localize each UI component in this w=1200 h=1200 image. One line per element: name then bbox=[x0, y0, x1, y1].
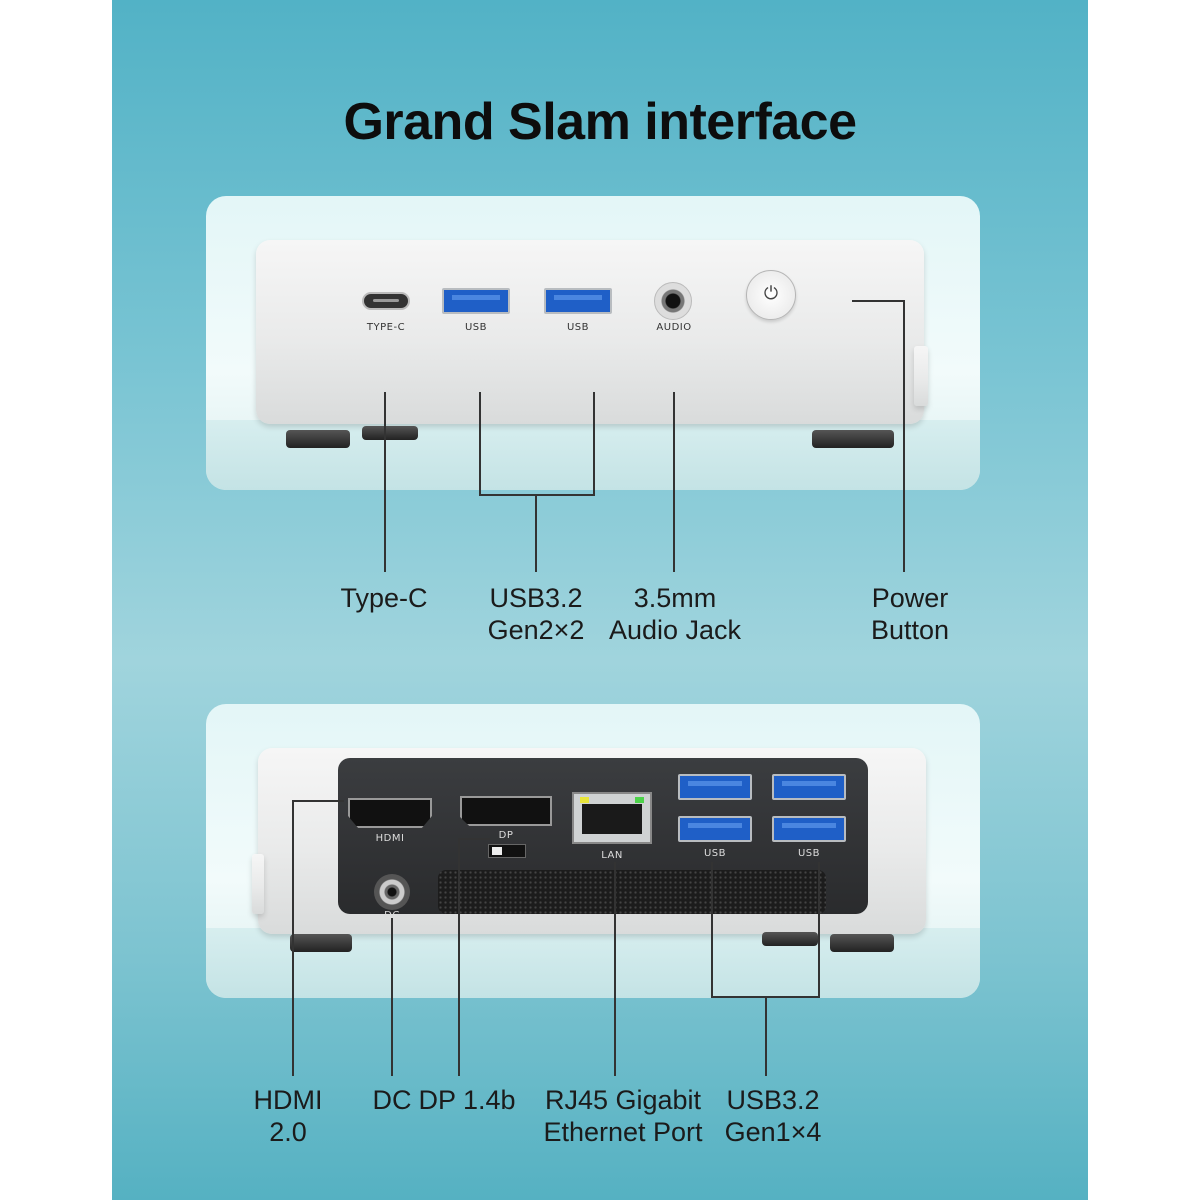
lan-led-yellow bbox=[580, 797, 589, 803]
callout-line-usb-rear-right bbox=[818, 862, 820, 998]
rear-usb-port-2 bbox=[772, 774, 846, 800]
callout-hdmi: HDMI 2.0 bbox=[253, 1085, 323, 1147]
type-c-port bbox=[362, 292, 410, 310]
rear-io-plate: HDMI DP LAN USB USB DC bbox=[338, 758, 868, 921]
rear-usb-port-4 bbox=[772, 816, 846, 842]
rear-view-panel: HDMI DP LAN USB USB DC bbox=[206, 704, 980, 998]
mini-pc-side-edge-rear bbox=[252, 854, 264, 914]
callout-line-dc bbox=[391, 918, 393, 1076]
callout-line-power-v bbox=[903, 300, 905, 572]
callout-line-dp-v bbox=[458, 838, 460, 1076]
front-view-panel: TYPE-C USB USB AUDIO ⏻ bbox=[206, 196, 980, 490]
lan-port-label: LAN bbox=[601, 850, 623, 861]
front-foot-left-1 bbox=[286, 430, 350, 448]
dp-port bbox=[460, 796, 552, 826]
mini-pc-side-edge bbox=[914, 346, 928, 406]
callout-line-hdmi-h bbox=[292, 800, 344, 802]
mini-pc-front: TYPE-C USB USB AUDIO ⏻ bbox=[256, 240, 924, 424]
rear-usb-port-3 bbox=[678, 816, 752, 842]
vent-grille bbox=[438, 870, 826, 914]
callout-line-usb-left bbox=[479, 392, 481, 496]
hdmi-port bbox=[348, 798, 432, 828]
callout-line-typec bbox=[384, 392, 386, 572]
callout-usb-gen1: USB3.2 Gen1×4 bbox=[724, 1085, 822, 1147]
lan-led-green bbox=[635, 797, 644, 803]
rear-usb-label-1: USB bbox=[703, 848, 727, 859]
rear-foot-right-1 bbox=[762, 932, 818, 946]
callout-dc: DC bbox=[372, 1085, 412, 1115]
callout-line-audio bbox=[673, 392, 675, 572]
audio-jack bbox=[654, 282, 692, 320]
callout-dp: DP 1.4b bbox=[418, 1085, 516, 1115]
dp-switch bbox=[488, 844, 526, 858]
power-icon: ⏻ bbox=[746, 270, 796, 320]
callout-power-button: Power Button bbox=[870, 583, 950, 645]
page-title: Grand Slam interface bbox=[343, 93, 857, 151]
usb-port-1-label: USB bbox=[464, 322, 488, 333]
callout-line-usb-right bbox=[593, 392, 595, 496]
callout-line-power-h bbox=[852, 300, 904, 302]
callout-line-usb-bracket bbox=[479, 494, 595, 496]
type-c-port-label: TYPE-C bbox=[366, 322, 406, 333]
rear-foot-right-2 bbox=[830, 934, 894, 952]
usb-port-1 bbox=[442, 288, 510, 314]
audio-jack-label: AUDIO bbox=[656, 322, 692, 333]
callout-line-usb-rear-left bbox=[711, 862, 713, 998]
callout-audio-jack: 3.5mm Audio Jack bbox=[608, 583, 742, 645]
front-foot-right bbox=[812, 430, 894, 448]
usb-port-2 bbox=[544, 288, 612, 314]
callout-typec: Type-C bbox=[340, 583, 428, 613]
lan-port bbox=[572, 792, 652, 844]
callout-line-dp-h bbox=[458, 838, 490, 840]
dc-jack-label: DC bbox=[384, 910, 400, 921]
rear-foot-left bbox=[290, 934, 352, 952]
mini-pc-rear: HDMI DP LAN USB USB DC bbox=[258, 748, 926, 934]
callout-line-hdmi-v bbox=[292, 800, 294, 1076]
callout-line-rj45 bbox=[614, 862, 616, 1076]
hdmi-port-label: HDMI bbox=[375, 833, 405, 844]
callout-line-usb-stem bbox=[535, 494, 537, 572]
lan-socket bbox=[582, 804, 642, 834]
front-foot-left-2 bbox=[362, 426, 418, 440]
rear-usb-label-2: USB bbox=[797, 848, 821, 859]
dp-port-label: DP bbox=[498, 830, 514, 841]
callout-line-usb-rear-stem bbox=[765, 996, 767, 1076]
dc-jack bbox=[374, 874, 410, 910]
callout-usb-gen2: USB3.2 Gen2×2 bbox=[487, 583, 585, 645]
rear-usb-port-1 bbox=[678, 774, 752, 800]
callout-rj45: RJ45 Gigabit Ethernet Port bbox=[543, 1085, 703, 1147]
usb-port-2-label: USB bbox=[566, 322, 590, 333]
